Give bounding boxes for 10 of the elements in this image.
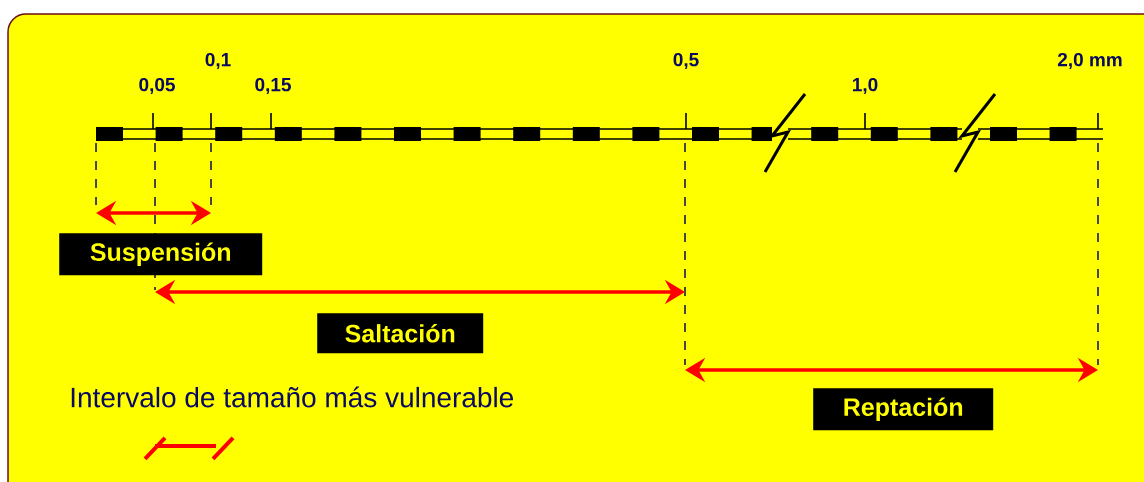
tick-label: 0,5: [673, 52, 699, 70]
legend-text: Intervalo de tamaño más vulnerable: [71, 386, 513, 408]
label-box: Suspensión: [59, 233, 263, 276]
tick-label: 2,0 mm: [1057, 52, 1122, 70]
label-box: Saltación: [317, 313, 484, 354]
label-box: Reptación: [813, 388, 994, 431]
tick-label: 1,0: [853, 77, 878, 95]
tick-label: 0,05: [139, 77, 175, 95]
tick-label: 0,1: [205, 52, 231, 70]
tick-label: 0,15: [255, 77, 291, 95]
